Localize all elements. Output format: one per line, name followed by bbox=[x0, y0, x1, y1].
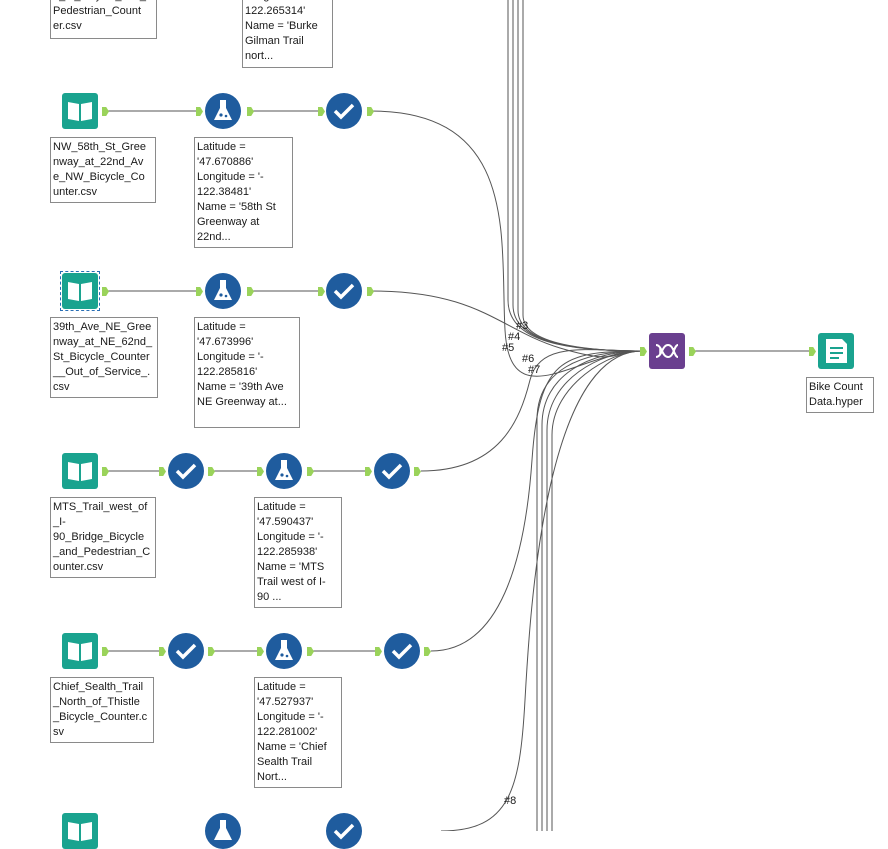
flask-icon bbox=[205, 273, 241, 309]
formula-tool[interactable] bbox=[266, 453, 302, 489]
connection-label: #8 bbox=[504, 795, 517, 807]
select-tool[interactable] bbox=[168, 453, 204, 489]
output-annotation: Bike Count Data.hyper bbox=[806, 377, 874, 413]
output-anchor[interactable] bbox=[102, 647, 109, 656]
input-anchor[interactable] bbox=[159, 647, 166, 656]
checkmark-icon bbox=[374, 453, 410, 489]
input-anchor[interactable] bbox=[809, 347, 816, 356]
output-anchor[interactable] bbox=[102, 287, 109, 296]
select-tool[interactable] bbox=[168, 633, 204, 669]
output-anchor[interactable] bbox=[247, 287, 254, 296]
output-anchor[interactable] bbox=[414, 467, 421, 476]
input-annotation: NW_58th_St_Gree nway_at_22nd_Av e_NW_Bic… bbox=[50, 137, 156, 203]
output-anchor[interactable] bbox=[102, 107, 109, 116]
connection-wires bbox=[104, 0, 810, 831]
select-tool[interactable] bbox=[326, 273, 362, 309]
output-anchor[interactable] bbox=[689, 347, 696, 356]
flask-icon bbox=[266, 453, 302, 489]
output-anchor[interactable] bbox=[102, 467, 109, 476]
output-anchor[interactable] bbox=[307, 467, 314, 476]
output-anchor[interactable] bbox=[367, 287, 374, 296]
input-anchor[interactable] bbox=[365, 467, 372, 476]
select-tool[interactable] bbox=[384, 633, 420, 669]
input-annotation: n_at_Bicycle_and_ Pedestrian_Count er.cs… bbox=[50, 0, 157, 39]
flask-icon bbox=[205, 93, 241, 129]
formula-annotation: Latitude = '47.673996' Longitude = '- 12… bbox=[194, 317, 300, 428]
checkmark-icon bbox=[168, 453, 204, 489]
input-annotation: 39th_Ave_NE_Gree nway_at_NE_62nd_ St_Bic… bbox=[50, 317, 158, 398]
input-annotation: MTS_Trail_west_of _I- 90_Bridge_Bicycle … bbox=[50, 497, 156, 578]
formula-tool[interactable] bbox=[205, 93, 241, 129]
formula-tool[interactable] bbox=[266, 633, 302, 669]
book-icon bbox=[62, 813, 98, 849]
output-anchor[interactable] bbox=[307, 647, 314, 656]
output-anchor[interactable] bbox=[208, 467, 215, 476]
formula-annotation: Longitude = '- 122.265314' Name = 'Burke… bbox=[242, 0, 333, 68]
input-anchor[interactable] bbox=[257, 467, 264, 476]
output-anchor[interactable] bbox=[208, 647, 215, 656]
input-anchor[interactable] bbox=[196, 287, 203, 296]
input-anchor[interactable] bbox=[375, 647, 382, 656]
formula-tool[interactable] bbox=[205, 273, 241, 309]
select-tool[interactable] bbox=[326, 93, 362, 129]
input-data-tool[interactable] bbox=[62, 93, 98, 129]
book-icon bbox=[62, 273, 98, 309]
input-data-tool[interactable] bbox=[62, 633, 98, 669]
connection-label: #3 bbox=[516, 320, 529, 332]
formula-annotation: Latitude = '47.527937' Longitude = '- 12… bbox=[254, 677, 342, 788]
output-anchor[interactable] bbox=[367, 107, 374, 116]
document-icon bbox=[818, 333, 854, 369]
connection-label: #5 bbox=[502, 342, 515, 354]
formula-annotation: Latitude = '47.670886' Longitude = '- 12… bbox=[194, 137, 293, 248]
checkmark-icon bbox=[168, 633, 204, 669]
flask-icon bbox=[266, 633, 302, 669]
book-icon bbox=[62, 93, 98, 129]
output-data-tool[interactable] bbox=[818, 333, 854, 369]
checkmark-icon bbox=[326, 273, 362, 309]
union-tool[interactable] bbox=[649, 333, 685, 369]
select-tool[interactable] bbox=[326, 813, 362, 849]
checkmark-icon bbox=[326, 813, 362, 849]
output-anchor[interactable] bbox=[424, 647, 431, 656]
output-anchor[interactable] bbox=[247, 107, 254, 116]
input-anchor[interactable] bbox=[257, 647, 264, 656]
book-icon bbox=[62, 633, 98, 669]
input-data-tool[interactable] bbox=[62, 453, 98, 489]
input-anchor[interactable] bbox=[318, 107, 325, 116]
input-anchor[interactable] bbox=[318, 287, 325, 296]
connection-label: #6 bbox=[522, 353, 535, 365]
formula-annotation: Latitude = '47.590437' Longitude = '- 12… bbox=[254, 497, 342, 608]
input-data-tool[interactable] bbox=[62, 813, 98, 849]
union-input-anchor[interactable] bbox=[640, 347, 647, 356]
input-annotation: Chief_Sealth_Trail _North_of_Thistle _Bi… bbox=[50, 677, 154, 743]
formula-tool[interactable] bbox=[205, 813, 241, 849]
input-anchor[interactable] bbox=[159, 467, 166, 476]
input-data-tool[interactable] bbox=[60, 271, 100, 311]
checkmark-icon bbox=[326, 93, 362, 129]
dna-icon bbox=[649, 333, 685, 369]
checkmark-icon bbox=[384, 633, 420, 669]
flask-icon bbox=[205, 813, 241, 849]
connection-label: #7 bbox=[528, 364, 541, 376]
input-anchor[interactable] bbox=[196, 107, 203, 116]
book-icon bbox=[62, 453, 98, 489]
select-tool[interactable] bbox=[374, 453, 410, 489]
connection-label: #4 bbox=[508, 331, 521, 343]
